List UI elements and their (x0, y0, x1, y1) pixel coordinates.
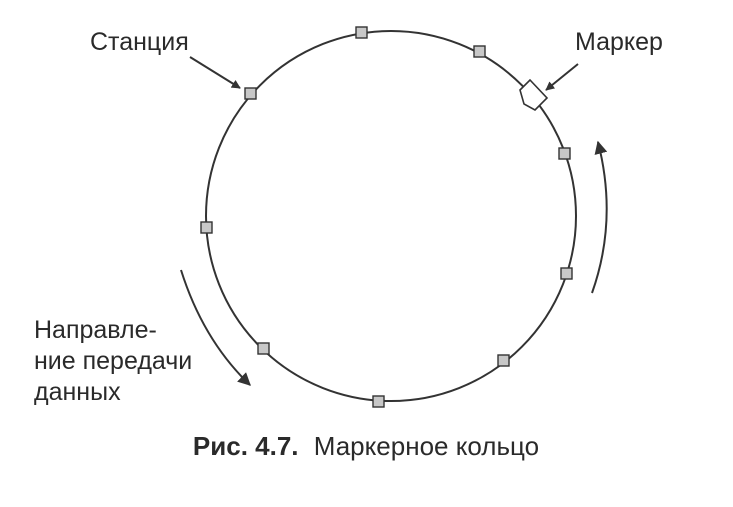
figure-number: Рис. 4.7. (193, 431, 299, 461)
station-pointer-arrow (189, 56, 241, 89)
direction-label-line-1: Направле- (34, 316, 157, 344)
station-node[interactable] (497, 354, 510, 367)
station-node[interactable] (355, 26, 368, 39)
figure-caption: Рис. 4.7. Маркерное кольцо (193, 431, 539, 461)
direction-arrow-left (180, 269, 251, 386)
station-node[interactable] (200, 221, 213, 234)
station-label: Станция (90, 28, 189, 56)
token-label: Маркер (575, 28, 663, 56)
ring-cable (205, 30, 577, 402)
figure-title: Маркерное кольцо (314, 431, 539, 461)
station-node[interactable] (560, 267, 573, 280)
direction-label-line-3: данных (34, 378, 121, 406)
token-pointer-arrow (545, 63, 579, 91)
station-node[interactable] (257, 342, 270, 355)
station-node[interactable] (372, 395, 385, 408)
station-node[interactable] (473, 45, 486, 58)
token-shape[interactable] (519, 78, 549, 111)
station-node[interactable] (244, 87, 257, 100)
station-node[interactable] (558, 147, 571, 160)
direction-arrow-right (591, 140, 608, 294)
direction-label-line-2: ние передачи (34, 347, 192, 375)
stations (200, 26, 573, 408)
